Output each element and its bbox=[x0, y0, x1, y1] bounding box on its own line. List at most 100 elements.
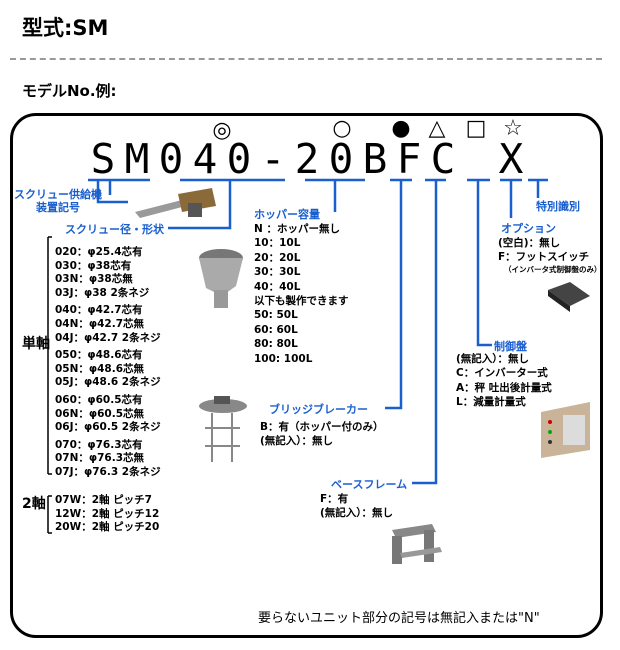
label-option: オプション bbox=[501, 222, 556, 235]
code-char: X bbox=[498, 135, 524, 183]
code-char: - bbox=[260, 135, 286, 183]
code-char: 2 bbox=[294, 135, 320, 183]
list-item: 07N：φ76.3芯無 bbox=[55, 452, 145, 465]
line-bridge bbox=[385, 178, 412, 410]
list-item: 40：40L bbox=[254, 280, 301, 293]
label-bridge: ブリッジブレーカー bbox=[269, 403, 368, 416]
list-item: (空白)：無し bbox=[498, 237, 561, 249]
list-item: 100: 100L bbox=[254, 352, 313, 365]
label-base-frame: ベースフレーム bbox=[331, 478, 408, 491]
list-item: 10：10L bbox=[254, 237, 301, 250]
control-list: (無記入）：無し C：インバーター式 A：秤 吐出後計量式 L：減量計量式 bbox=[456, 352, 552, 410]
label-special: 特別識別 bbox=[536, 200, 580, 213]
control-box-illustration bbox=[541, 402, 590, 458]
list-item: 050：φ48.6芯有 bbox=[55, 349, 143, 362]
list-item: B：有（ホッパー付のみ） bbox=[260, 421, 384, 433]
line-screw-feeder bbox=[88, 178, 150, 204]
single-axis-label: 単軸 bbox=[22, 336, 50, 352]
list-item: 12W：2軸 ピッチ12 bbox=[55, 507, 160, 520]
list-item: (無記入）：無し bbox=[320, 507, 394, 520]
line-base bbox=[412, 178, 446, 485]
list-item: 60: 60L bbox=[254, 323, 298, 336]
line-control bbox=[467, 178, 492, 347]
bridge-list: B：有（ホッパー付のみ） (無記入）：無し bbox=[260, 420, 384, 449]
dashed-divider bbox=[10, 58, 602, 60]
list-item: 06N：φ60.5芯無 bbox=[55, 407, 145, 420]
label-screw-feeder-line2: 装置記号 bbox=[36, 201, 80, 214]
list-item-note: （インバータ式制御盤のみ） bbox=[504, 264, 602, 274]
code-char: M bbox=[124, 135, 150, 183]
hopper-list: N ：ホッパー無し 10：10L 20：20L 30：30L 40：40L 以下… bbox=[254, 222, 349, 366]
list-item: 03J：φ38 2条ネジ bbox=[55, 286, 150, 299]
list-item: 040：φ42.7芯有 bbox=[55, 304, 143, 317]
single-axis-group: 040：φ42.7芯有 04N：φ42.7芯無 04J：φ42.7 2条ネジ bbox=[55, 304, 161, 345]
base-frame-illustration bbox=[392, 524, 442, 564]
list-item: (無記入）：無し bbox=[456, 353, 530, 365]
single-axis-bracket bbox=[47, 236, 52, 475]
list-item: 20W：2軸 ピッチ20 bbox=[55, 521, 160, 534]
page-title: 型式:SM bbox=[22, 16, 109, 40]
list-item: 05N：φ48.6芯無 bbox=[55, 362, 145, 375]
code-char: 4 bbox=[192, 135, 218, 183]
symbol-double-circle: ◎ bbox=[212, 118, 232, 143]
list-item: C：インバーター式 bbox=[456, 367, 548, 380]
code-char: C bbox=[430, 135, 456, 183]
screw-feeder-illustration bbox=[135, 188, 216, 218]
code-char: 0 bbox=[158, 135, 184, 183]
label-control: 制御盤 bbox=[494, 340, 527, 353]
model-code-frame bbox=[10, 113, 603, 638]
list-item: L：減量計量式 bbox=[456, 396, 526, 409]
single-axis-group: 060：φ60.5芯有 06N：φ60.5芯無 06J：φ60.5 2条ネジ bbox=[55, 394, 161, 435]
label-screw-dia: スクリュー径・形状 bbox=[65, 223, 164, 236]
code-char: B bbox=[362, 135, 388, 183]
code-char: S bbox=[90, 135, 116, 183]
line-screw-dia bbox=[168, 178, 285, 230]
list-item: F：フットスイッチ bbox=[498, 251, 590, 264]
list-item: (無記入）：無し bbox=[260, 435, 334, 448]
list-item: 04N：φ42.7芯無 bbox=[55, 317, 145, 330]
list-item: 020：φ25.4芯有 bbox=[55, 246, 143, 258]
code-char: 0 bbox=[226, 135, 252, 183]
double-axis-label: 2軸 bbox=[22, 496, 46, 512]
code-char: F bbox=[396, 135, 422, 183]
list-item: 以下も製作できます bbox=[254, 295, 349, 308]
bridge-breaker-illustration bbox=[199, 396, 247, 462]
list-item: 030：φ38芯有 bbox=[55, 259, 132, 272]
line-hopper bbox=[305, 178, 365, 212]
list-item: 070：φ76.3芯有 bbox=[55, 438, 143, 451]
single-axis-list: 020：φ25.4芯有 030：φ38芯有 03N：φ38芯無 03J：φ38 … bbox=[55, 246, 161, 480]
list-item: 07J：φ76.3 2条ネジ bbox=[55, 465, 161, 478]
list-item: 03N：φ38芯無 bbox=[55, 273, 133, 286]
list-item: 50: 50L bbox=[254, 309, 298, 322]
single-axis-group: 070：φ76.3芯有 07N：φ76.3芯無 07J：φ76.3 2条ネジ bbox=[55, 439, 161, 480]
label-screw-feeder-line1: スクリュー供給機 bbox=[14, 188, 102, 201]
base-frame-list: F：有 (無記入）：無し bbox=[320, 492, 393, 521]
footer-note: 要らないユニット部分の記号は無記入または"N" bbox=[258, 611, 540, 626]
list-item: 07W：2軸 ピッチ7 bbox=[55, 494, 152, 506]
hopper-illustration bbox=[199, 249, 243, 308]
list-item: 80: 80L bbox=[254, 338, 298, 351]
label-hopper: ホッパー容量 bbox=[254, 208, 320, 221]
symbol-triangle: △ bbox=[428, 116, 446, 141]
line-option bbox=[500, 178, 522, 218]
list-item: 30：30L bbox=[254, 266, 301, 279]
list-item: 20：20L bbox=[254, 251, 301, 264]
single-axis-group: 020：φ25.4芯有 030：φ38芯有 03N：φ38芯無 03J：φ38 … bbox=[55, 246, 161, 300]
code-char: 0 bbox=[328, 135, 354, 183]
symbol-star: ☆ bbox=[503, 116, 523, 141]
list-item: N ：ホッパー無し bbox=[254, 223, 340, 235]
list-item: 04J：φ42.7 2条ネジ bbox=[55, 331, 161, 344]
single-axis-group: 050：φ48.6芯有 05N：φ48.6芯無 05J：φ48.6 2条ネジ bbox=[55, 349, 161, 390]
symbol-filled-circle: ● bbox=[391, 116, 411, 141]
label-screw-feeder: スクリュー供給機 装置記号 bbox=[14, 188, 102, 214]
list-item: A：秤 吐出後計量式 bbox=[456, 381, 552, 394]
list-item: F：有 bbox=[320, 493, 349, 505]
list-item: 06J：φ60.5 2条ネジ bbox=[55, 421, 161, 434]
symbol-square: □ bbox=[465, 116, 487, 141]
foot-switch-illustration bbox=[548, 282, 590, 312]
double-axis-list: 07W：2軸 ピッチ7 12W：2軸 ピッチ12 20W：2軸 ピッチ20 bbox=[55, 494, 159, 535]
list-item: 060：φ60.5芯有 bbox=[55, 393, 143, 406]
line-special bbox=[528, 178, 548, 198]
